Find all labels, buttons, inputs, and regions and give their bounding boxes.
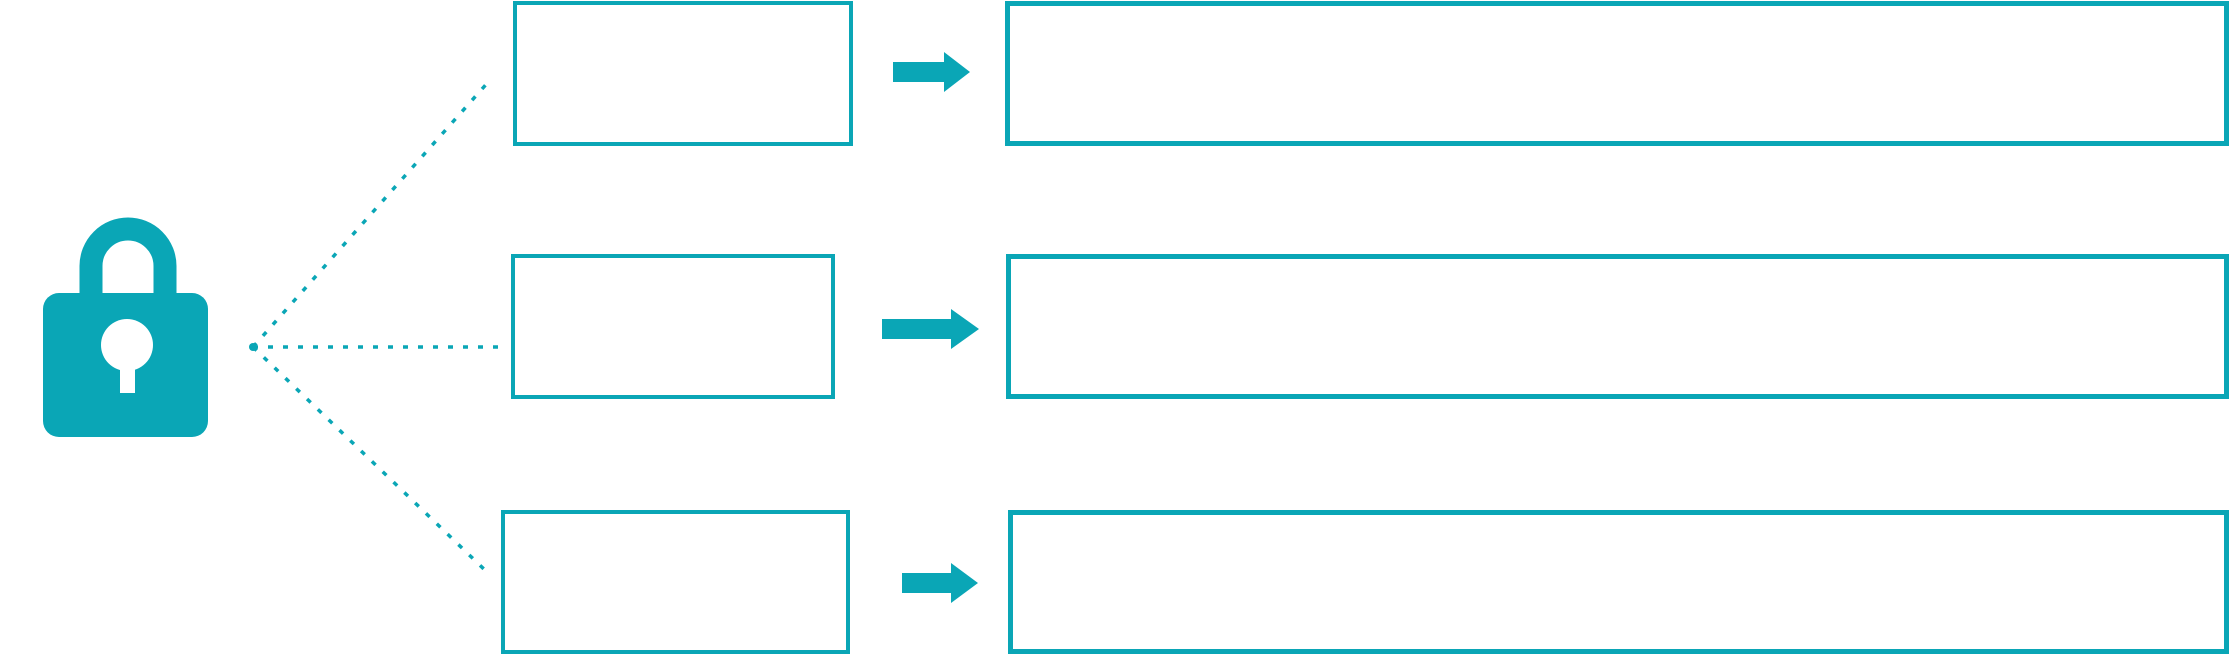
detail-panel-2: [1006, 254, 2229, 399]
connector-lines: [249, 78, 505, 575]
arrow-right-icon-3: [902, 563, 978, 603]
keyhole-icon: [101, 319, 153, 393]
arrow-right-icon-1: [893, 52, 970, 92]
detail-panel-1: [1005, 1, 2229, 146]
connector-line-bottom: [251, 345, 490, 575]
topic-box-2: [511, 254, 835, 399]
lock-icon: [43, 217, 208, 437]
lock-shackle: [79, 217, 177, 300]
topic-box-1: [513, 1, 853, 146]
detail-panel-3: [1008, 510, 2229, 654]
connector-line-top: [251, 78, 492, 349]
arrow-right-icon-2: [882, 309, 979, 349]
topic-box-3: [501, 510, 850, 654]
